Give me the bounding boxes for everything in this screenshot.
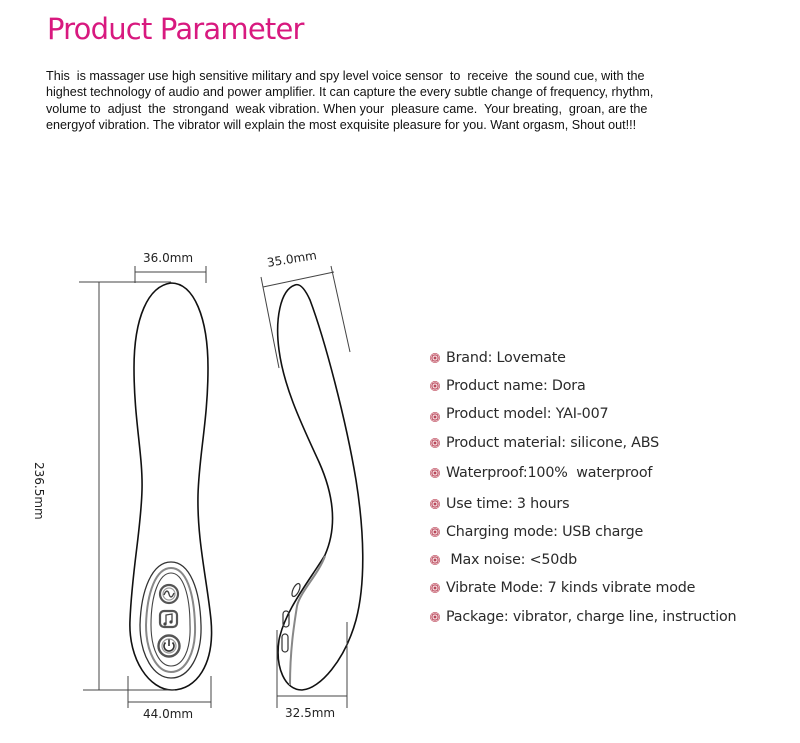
spec-text: Product model: YAI-007 (446, 406, 609, 423)
side-dimension-lines (260, 265, 351, 708)
spec-item-charging-mode: Charging mode: USB charge (430, 518, 736, 546)
front-control-panel (139, 561, 202, 679)
side-bottom-width-label: 32.5mm (285, 706, 336, 720)
spec-text: Max noise: <50db (446, 552, 577, 569)
target-bullet-icon (430, 611, 440, 622)
spec-text: Use time: 3 hours (446, 495, 570, 512)
target-bullet-icon (430, 468, 440, 479)
spec-text: Brand: Lovemate (446, 350, 566, 367)
power-icon (157, 634, 181, 658)
spec-text: Charging mode: USB charge (446, 524, 644, 541)
spec-item-product-model: Product model: YAI-007 (430, 400, 736, 428)
wave-icon (158, 583, 180, 605)
music-note-icon (158, 609, 179, 629)
product-description: This is massager use high sensitive mili… (46, 68, 746, 134)
description-line: volume to adjust the strongand weak vibr… (46, 101, 648, 116)
front-dimension-lines (79, 266, 212, 708)
front-bottom-width-label: 44.0mm (143, 707, 194, 721)
target-bullet-icon (430, 437, 440, 448)
target-bullet-icon (430, 353, 440, 364)
spec-item-product-name: Product name: Dora (430, 372, 736, 400)
spec-item-vibrate-mode: Vibrate Mode: 7 kinds vibrate mode (430, 574, 736, 602)
side-view-outline (276, 283, 364, 691)
spec-text: Vibrate Mode: 7 kinds vibrate mode (446, 580, 696, 597)
spec-text: Waterproof:100% waterproof (446, 465, 653, 482)
front-top-width-label: 36.0mm (143, 251, 194, 265)
spec-text: Package: vibrator, charge line, instruct… (446, 608, 737, 625)
spec-list: Brand: Lovemate Product name: Dora Produ… (430, 344, 737, 631)
total-length-label: 236.5mm (32, 462, 46, 520)
target-bullet-icon (430, 527, 440, 538)
spec-text: Product material: silicone, ABS (446, 434, 659, 451)
spec-item-use-time: Use time: 3 hours (430, 490, 736, 518)
page-title: Product Parameter (47, 12, 304, 46)
target-bullet-icon (430, 583, 440, 594)
side-view-buttons (281, 555, 326, 686)
target-bullet-icon (430, 381, 440, 392)
spec-text: Product name: Dora (446, 378, 586, 395)
front-view-outline (129, 282, 213, 691)
description-line: energyof vibration. The vibrator will ex… (46, 118, 637, 133)
spec-item-max-noise: Max noise: <50db (430, 546, 736, 574)
target-bullet-icon (430, 412, 440, 423)
description-line: highest technology of audio and power am… (46, 85, 654, 100)
description-line: This is massager use high sensitive mili… (46, 69, 645, 83)
spec-item-product-material: Product material: silicone, ABS (430, 429, 736, 457)
target-bullet-icon (430, 498, 440, 509)
spec-item-waterproof: Waterproof:100% waterproof (430, 457, 736, 490)
target-bullet-icon (430, 555, 440, 566)
spec-item-package: Package: vibrator, charge line, instruct… (430, 603, 737, 631)
spec-item-brand: Brand: Lovemate (430, 344, 736, 372)
